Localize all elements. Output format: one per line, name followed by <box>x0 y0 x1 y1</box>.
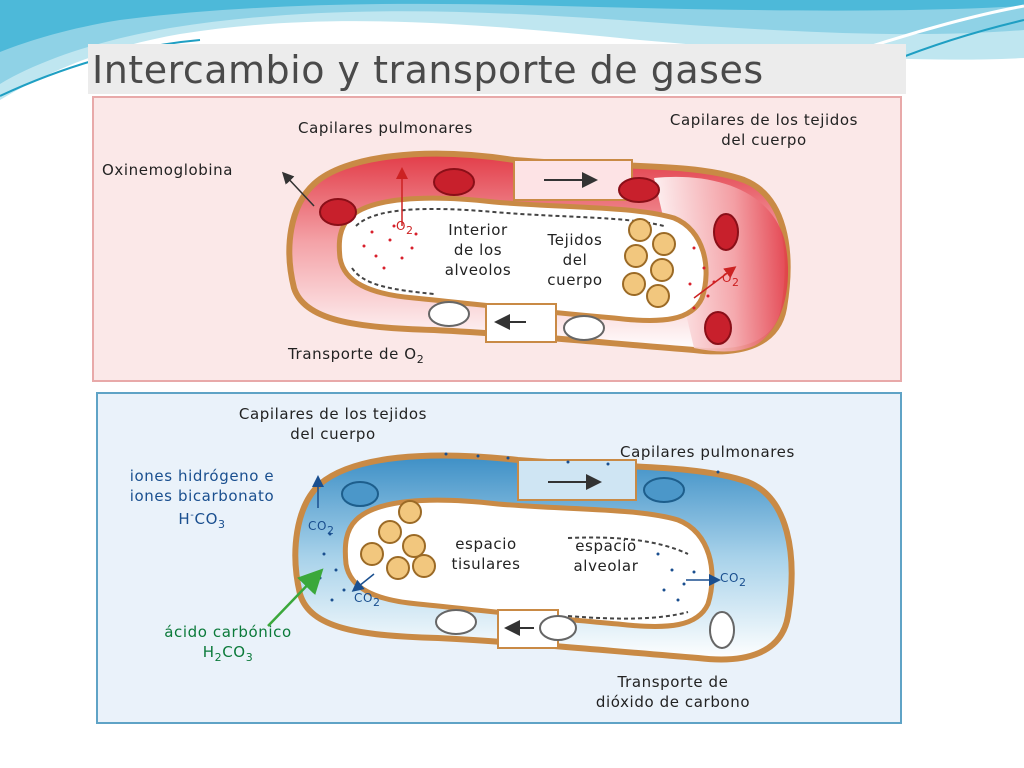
tissue-cell <box>622 272 646 296</box>
label-line: espacio <box>455 535 517 553</box>
label-tejidos-cuerpo: Tejidos del cuerpo <box>530 230 620 290</box>
formula-sub: 3 <box>245 651 254 664</box>
o2-transport-panel: Capilares pulmonares Capilares de los te… <box>92 96 902 382</box>
o2-base: O <box>722 271 733 285</box>
empty-blood-cell <box>709 611 735 649</box>
label-line: tisulares <box>451 555 521 573</box>
label-espacio-tisulares: espacio tisulares <box>436 534 536 574</box>
co2-label: CO2 <box>720 568 747 593</box>
label-line: ácido carbónico <box>164 623 292 641</box>
label-interior-alveolos: Interior de los alveolos <box>430 220 526 280</box>
label-line: del cuerpo <box>721 131 807 149</box>
label-line: Capilares de los tejidos <box>238 405 428 423</box>
o2-sub: 2 <box>732 276 740 289</box>
co2-base: CO <box>354 591 374 605</box>
co2-sub: 2 <box>739 576 747 589</box>
tissue-cell <box>412 554 436 578</box>
label-espacio-alveolar: espacio alveolar <box>556 536 656 576</box>
o2-label: O2 <box>396 216 414 241</box>
tissue-cell <box>398 500 422 524</box>
formula-part: CO <box>222 643 246 661</box>
alveolus-interior <box>342 497 715 630</box>
empty-blood-cell <box>428 301 470 327</box>
red-blood-cell <box>713 213 739 251</box>
alveolus-interior <box>336 195 709 324</box>
empty-blood-cell <box>563 315 605 341</box>
o2-sub: 2 <box>406 224 414 237</box>
caption-sub: 2 <box>416 353 425 366</box>
tissue-cell <box>402 534 426 558</box>
label-line: Capilares de los tejidos <box>669 111 859 129</box>
label-line: Tejidos <box>547 231 603 249</box>
h2co3-formula: H2CO3 <box>128 642 328 668</box>
red-blood-cell <box>618 177 660 203</box>
label-line: alveolar <box>573 557 639 575</box>
tissue-cell <box>386 556 410 580</box>
label-line: Interior <box>448 221 508 239</box>
formula-sub: 3 <box>217 518 226 531</box>
o2-label: O2 <box>722 268 740 293</box>
label-line: alveolos <box>444 261 512 279</box>
co2-transport-panel: Capilares de los tejidos del cuerpo Capi… <box>96 392 902 724</box>
tissue-cell <box>360 542 384 566</box>
caption-line: Transporte de <box>617 673 729 691</box>
label-line: cuerpo <box>547 271 603 289</box>
tissue-cell <box>378 520 402 544</box>
tissue-cell <box>624 244 648 268</box>
formula-sub: 2 <box>214 651 223 664</box>
co2-label: CO2 <box>308 516 335 541</box>
co2-arrow <box>351 573 375 592</box>
label-iones: iones hidrógeno e iones bicarbonato H-CO… <box>102 466 302 535</box>
label-line: del <box>562 251 588 269</box>
formula-part: H <box>178 510 191 528</box>
caption-line: dióxido de carbono <box>595 693 751 711</box>
co2-base: CO <box>308 519 328 533</box>
tissue-cell <box>652 232 676 256</box>
formula-part: H <box>202 643 215 661</box>
label-line: del cuerpo <box>290 425 376 443</box>
formula-part: CO <box>194 510 218 528</box>
co2-label: CO2 <box>354 588 381 613</box>
o2-transport-diagram <box>281 150 791 355</box>
o2-arrow <box>693 266 737 299</box>
co2-sub: 2 <box>327 524 335 537</box>
co2-sub: 2 <box>373 596 381 609</box>
empty-blood-cell <box>435 609 477 635</box>
caption-transporte-o2: Transporte de O2 <box>288 344 424 370</box>
label-capilares-pulmonares: Capilares pulmonares <box>620 443 795 461</box>
label-line: de los <box>453 241 503 259</box>
hco3-formula: H-CO3 <box>102 506 302 535</box>
title-bar: Intercambio y transporte de gases <box>88 44 906 94</box>
red-blood-cell <box>704 311 732 345</box>
tissue-cell <box>628 218 652 242</box>
co2-base: CO <box>720 571 740 585</box>
blood-cell <box>643 477 685 503</box>
green-pointer <box>267 568 324 627</box>
label-capilares-pulmonares: Capilares pulmonares <box>298 119 473 137</box>
o2-particles <box>362 224 716 310</box>
pointer-line <box>281 171 315 207</box>
caption-text: Transporte de O <box>288 345 417 363</box>
label-capilares-tejidos: Capilares de los tejidos del cuerpo <box>218 404 448 444</box>
o2-base: O <box>396 219 407 233</box>
blood-cell <box>341 481 379 507</box>
caption-transporte-co2: Transporte de dióxido de carbono <box>558 672 788 712</box>
connector-top <box>517 459 637 501</box>
label-acido-carbonico: ácido carbónico H2CO3 <box>128 622 328 668</box>
label-capilares-tejidos: Capilares de los tejidos del cuerpo <box>634 110 894 150</box>
tissue-cell <box>650 258 674 282</box>
label-line: iones bicarbonato <box>129 487 275 505</box>
red-blood-cell <box>433 168 475 196</box>
formula-sup: - <box>190 510 195 521</box>
label-line: iones hidrógeno e <box>129 467 275 485</box>
co2-particles <box>318 452 720 602</box>
red-blood-cell <box>319 198 357 226</box>
empty-blood-cell <box>539 615 577 641</box>
slide-title: Intercambio y transporte de gases <box>92 48 764 92</box>
co2-transport-diagram <box>267 452 795 663</box>
tissue-cell <box>646 284 670 308</box>
label-line: espacio <box>575 537 637 555</box>
label-oxinemoglobina: Oxinemoglobina <box>102 161 234 179</box>
